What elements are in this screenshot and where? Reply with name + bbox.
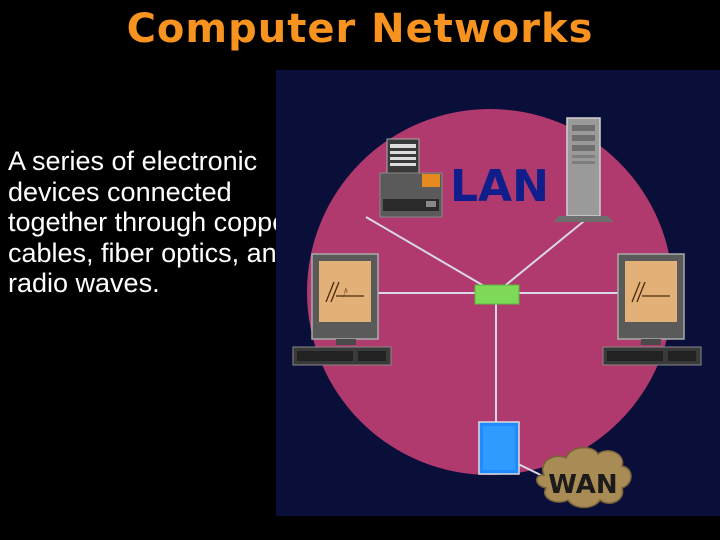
router-icon [479, 422, 519, 474]
description-text: A series of electronic devices connected… [8, 146, 298, 299]
slide-title: Computer Networks [0, 6, 720, 52]
svg-text:ᚫ: ᚫ [342, 288, 348, 299]
hub-icon [475, 285, 519, 304]
lan-label: LAN [450, 161, 549, 212]
wan-label: WAN [548, 470, 617, 500]
network-diagram: LAN ᚫ [276, 70, 720, 516]
